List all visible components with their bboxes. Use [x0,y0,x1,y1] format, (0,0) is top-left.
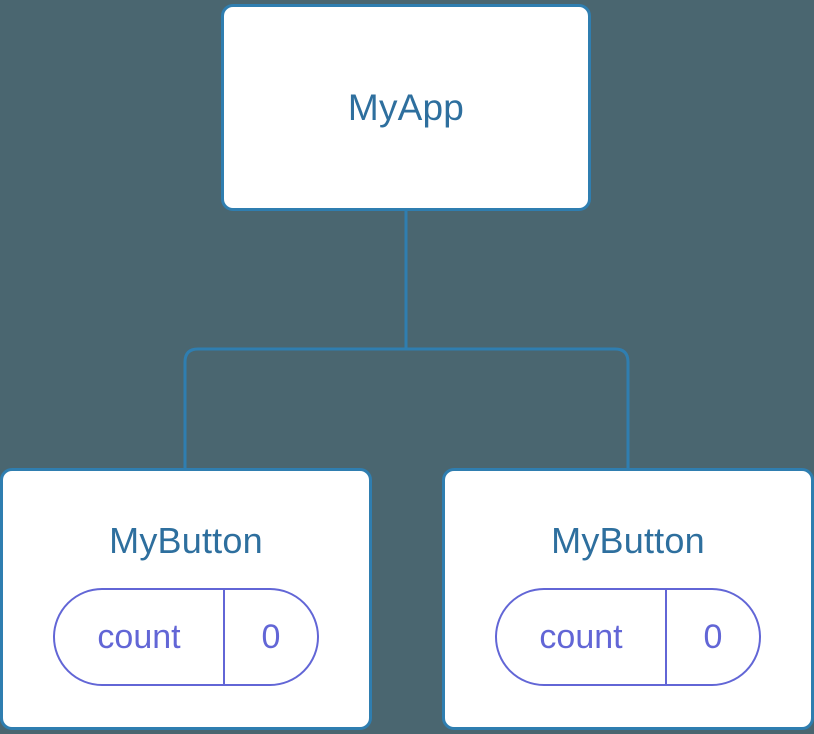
state-key-cell: count [55,590,225,684]
node-title: MyButton [551,520,705,561]
state-pill[interactable]: count 0 [495,588,761,686]
node-title: MyApp [347,87,465,128]
edge-branch-right [406,347,630,470]
state-key-cell: count [497,590,667,684]
state-value-cell: 0 [667,590,759,684]
node-title: MyButton [109,520,263,561]
node-child-1[interactable]: MyButton count 0 [0,468,372,730]
state-value-label: 0 [261,618,281,656]
node-root[interactable]: MyApp [221,4,591,211]
state-value-label: 0 [703,618,723,656]
state-value-cell: 0 [225,590,317,684]
state-key-label: count [539,618,623,656]
node-child-2[interactable]: MyButton count 0 [442,468,814,730]
edge-branch-left [183,347,406,470]
state-pill[interactable]: count 0 [53,588,319,686]
state-key-label: count [97,618,181,656]
